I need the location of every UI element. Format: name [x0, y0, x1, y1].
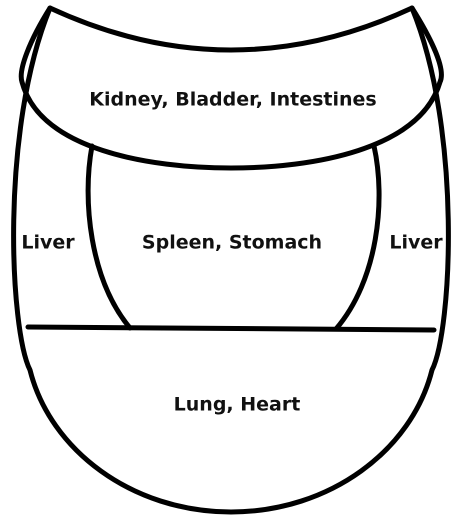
tongue-outline [11, 5, 451, 515]
root-region-boundary [18, 5, 444, 171]
root-region-label: Kidney, Bladder, Intestines [89, 89, 377, 111]
tip-region-label: Lung, Heart [174, 394, 301, 416]
center-region-label: Spleen, Stomach [142, 232, 322, 254]
center-left-boundary [85, 143, 133, 331]
right-side-region-label: Liver [389, 232, 443, 254]
tip-region-boundary [25, 324, 437, 333]
center-right-boundary [333, 143, 382, 332]
left-side-region-label: Liver [21, 232, 75, 254]
